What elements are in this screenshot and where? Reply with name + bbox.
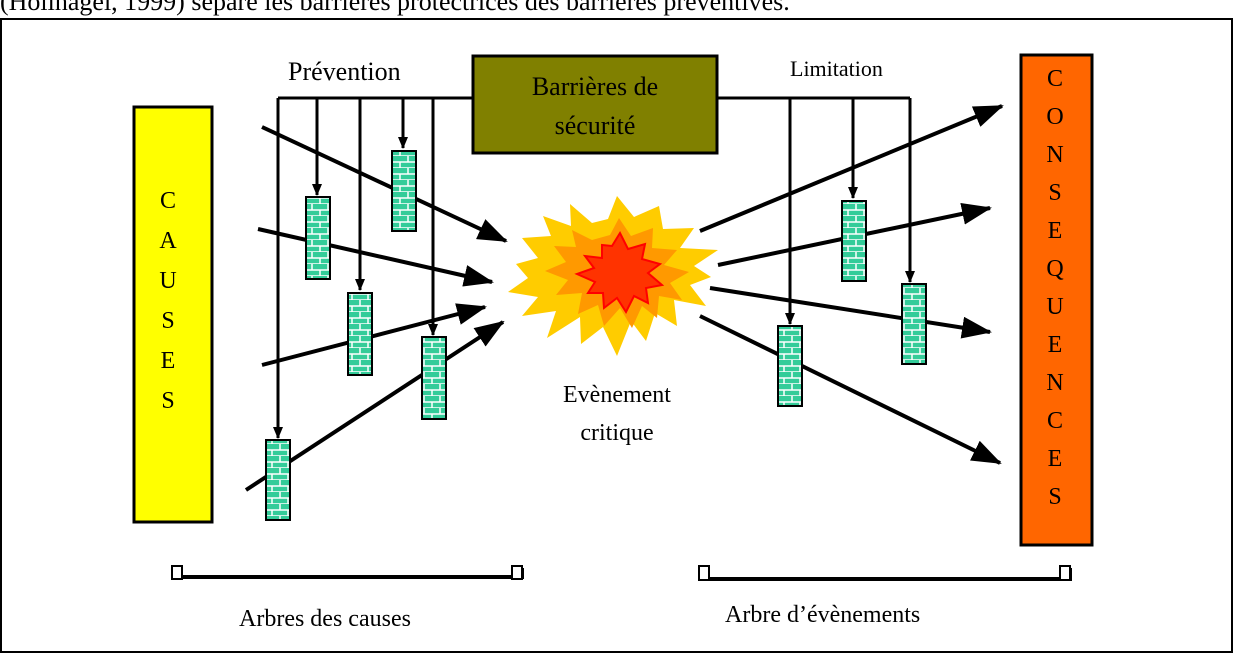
- consequences-letter: E: [1048, 218, 1063, 244]
- consequences-letter: Q: [1046, 256, 1063, 282]
- barrier-wall: [421, 336, 447, 420]
- consequences-letter: N: [1046, 370, 1063, 396]
- critical-event-label-line1: Evènement: [563, 382, 671, 408]
- barrier-wall: [777, 325, 803, 407]
- header-text: (Hollnagel, 1999) sépare les barrières p…: [0, 0, 790, 16]
- causes-letter: E: [161, 348, 176, 374]
- barriers-label-line2: sécurité: [555, 111, 636, 140]
- consequences-letter: N: [1046, 142, 1063, 168]
- explosion-icon: [508, 196, 718, 356]
- barriers-box: [471, 54, 719, 155]
- consequences-letter: O: [1046, 104, 1063, 130]
- barrier-wall: [841, 200, 867, 282]
- prevention-label: Prévention: [288, 57, 401, 86]
- limitation-label: Limitation: [790, 56, 883, 81]
- figure-frame: [0, 18, 1233, 653]
- causes-tree-bracket: [171, 565, 524, 580]
- barrier-wall: [901, 283, 927, 365]
- consequences-letter: C: [1047, 66, 1063, 92]
- prevention-connectors: [273, 96, 473, 439]
- consequences-letter: E: [1048, 332, 1063, 358]
- causes-box: [132, 105, 214, 524]
- barrier-wall: [347, 292, 373, 376]
- critical-event-label-line2: critique: [580, 420, 653, 446]
- causes-letter: S: [161, 388, 174, 414]
- causes-letter: U: [159, 268, 176, 294]
- consequences-letter: S: [1048, 484, 1061, 510]
- consequences-box: [1019, 53, 1094, 547]
- barrier-wall: [391, 150, 417, 232]
- consequence-arrows: [699, 104, 1004, 465]
- causes-letter: A: [159, 228, 177, 254]
- prevention-barriers: [265, 150, 447, 521]
- consequences-letter: U: [1046, 294, 1063, 320]
- causes-letter: S: [161, 308, 174, 334]
- consequences-letter: C: [1047, 408, 1063, 434]
- events-tree-bracket: [698, 565, 1072, 581]
- events-tree-label: Arbre d’évènements: [725, 602, 920, 628]
- causes-tree-label: Arbres des causes: [239, 606, 411, 632]
- barrier-wall: [305, 196, 331, 280]
- consequences-letter: E: [1048, 446, 1063, 472]
- consequences-letter: S: [1048, 180, 1061, 206]
- barriers-label-line1: Barrières de: [532, 72, 658, 101]
- limitation-connectors: [717, 96, 915, 325]
- causes-letter: C: [160, 188, 176, 214]
- barrier-wall: [265, 439, 291, 521]
- limitation-barriers: [777, 200, 927, 407]
- causes-letters: C A U S E S: [159, 188, 177, 414]
- consequences-letters: C O N S E Q U E N C E S: [1046, 66, 1063, 510]
- cause-arrows: [244, 125, 508, 492]
